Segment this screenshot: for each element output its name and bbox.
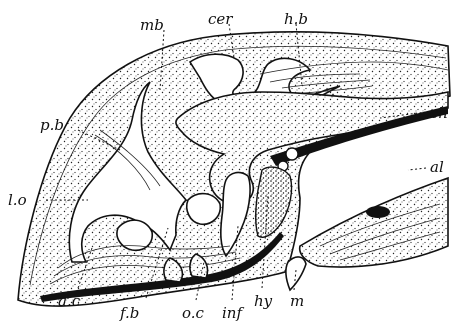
pharynx-section-fragment (300, 178, 448, 267)
label-al: al (430, 158, 444, 176)
label-ch: ch (430, 104, 448, 122)
label-fb: f.b (119, 304, 139, 322)
label-ac: a.c (58, 292, 81, 310)
label-pb: p.b (40, 116, 64, 134)
notochord-tip-1 (286, 148, 298, 160)
label-cer: cer (208, 10, 233, 28)
label-hy: hy (254, 292, 273, 310)
label-m: m (290, 292, 304, 310)
optic-lobe-1 (187, 194, 221, 225)
label-hb: h.b (284, 10, 308, 28)
stomodeum (286, 257, 306, 290)
fragment-dark-spot (366, 206, 390, 218)
label-lo: l.o (8, 191, 27, 209)
label-mb: mb (140, 16, 164, 34)
label-oc: o.c (182, 304, 205, 322)
label-inf: inf (222, 304, 244, 322)
